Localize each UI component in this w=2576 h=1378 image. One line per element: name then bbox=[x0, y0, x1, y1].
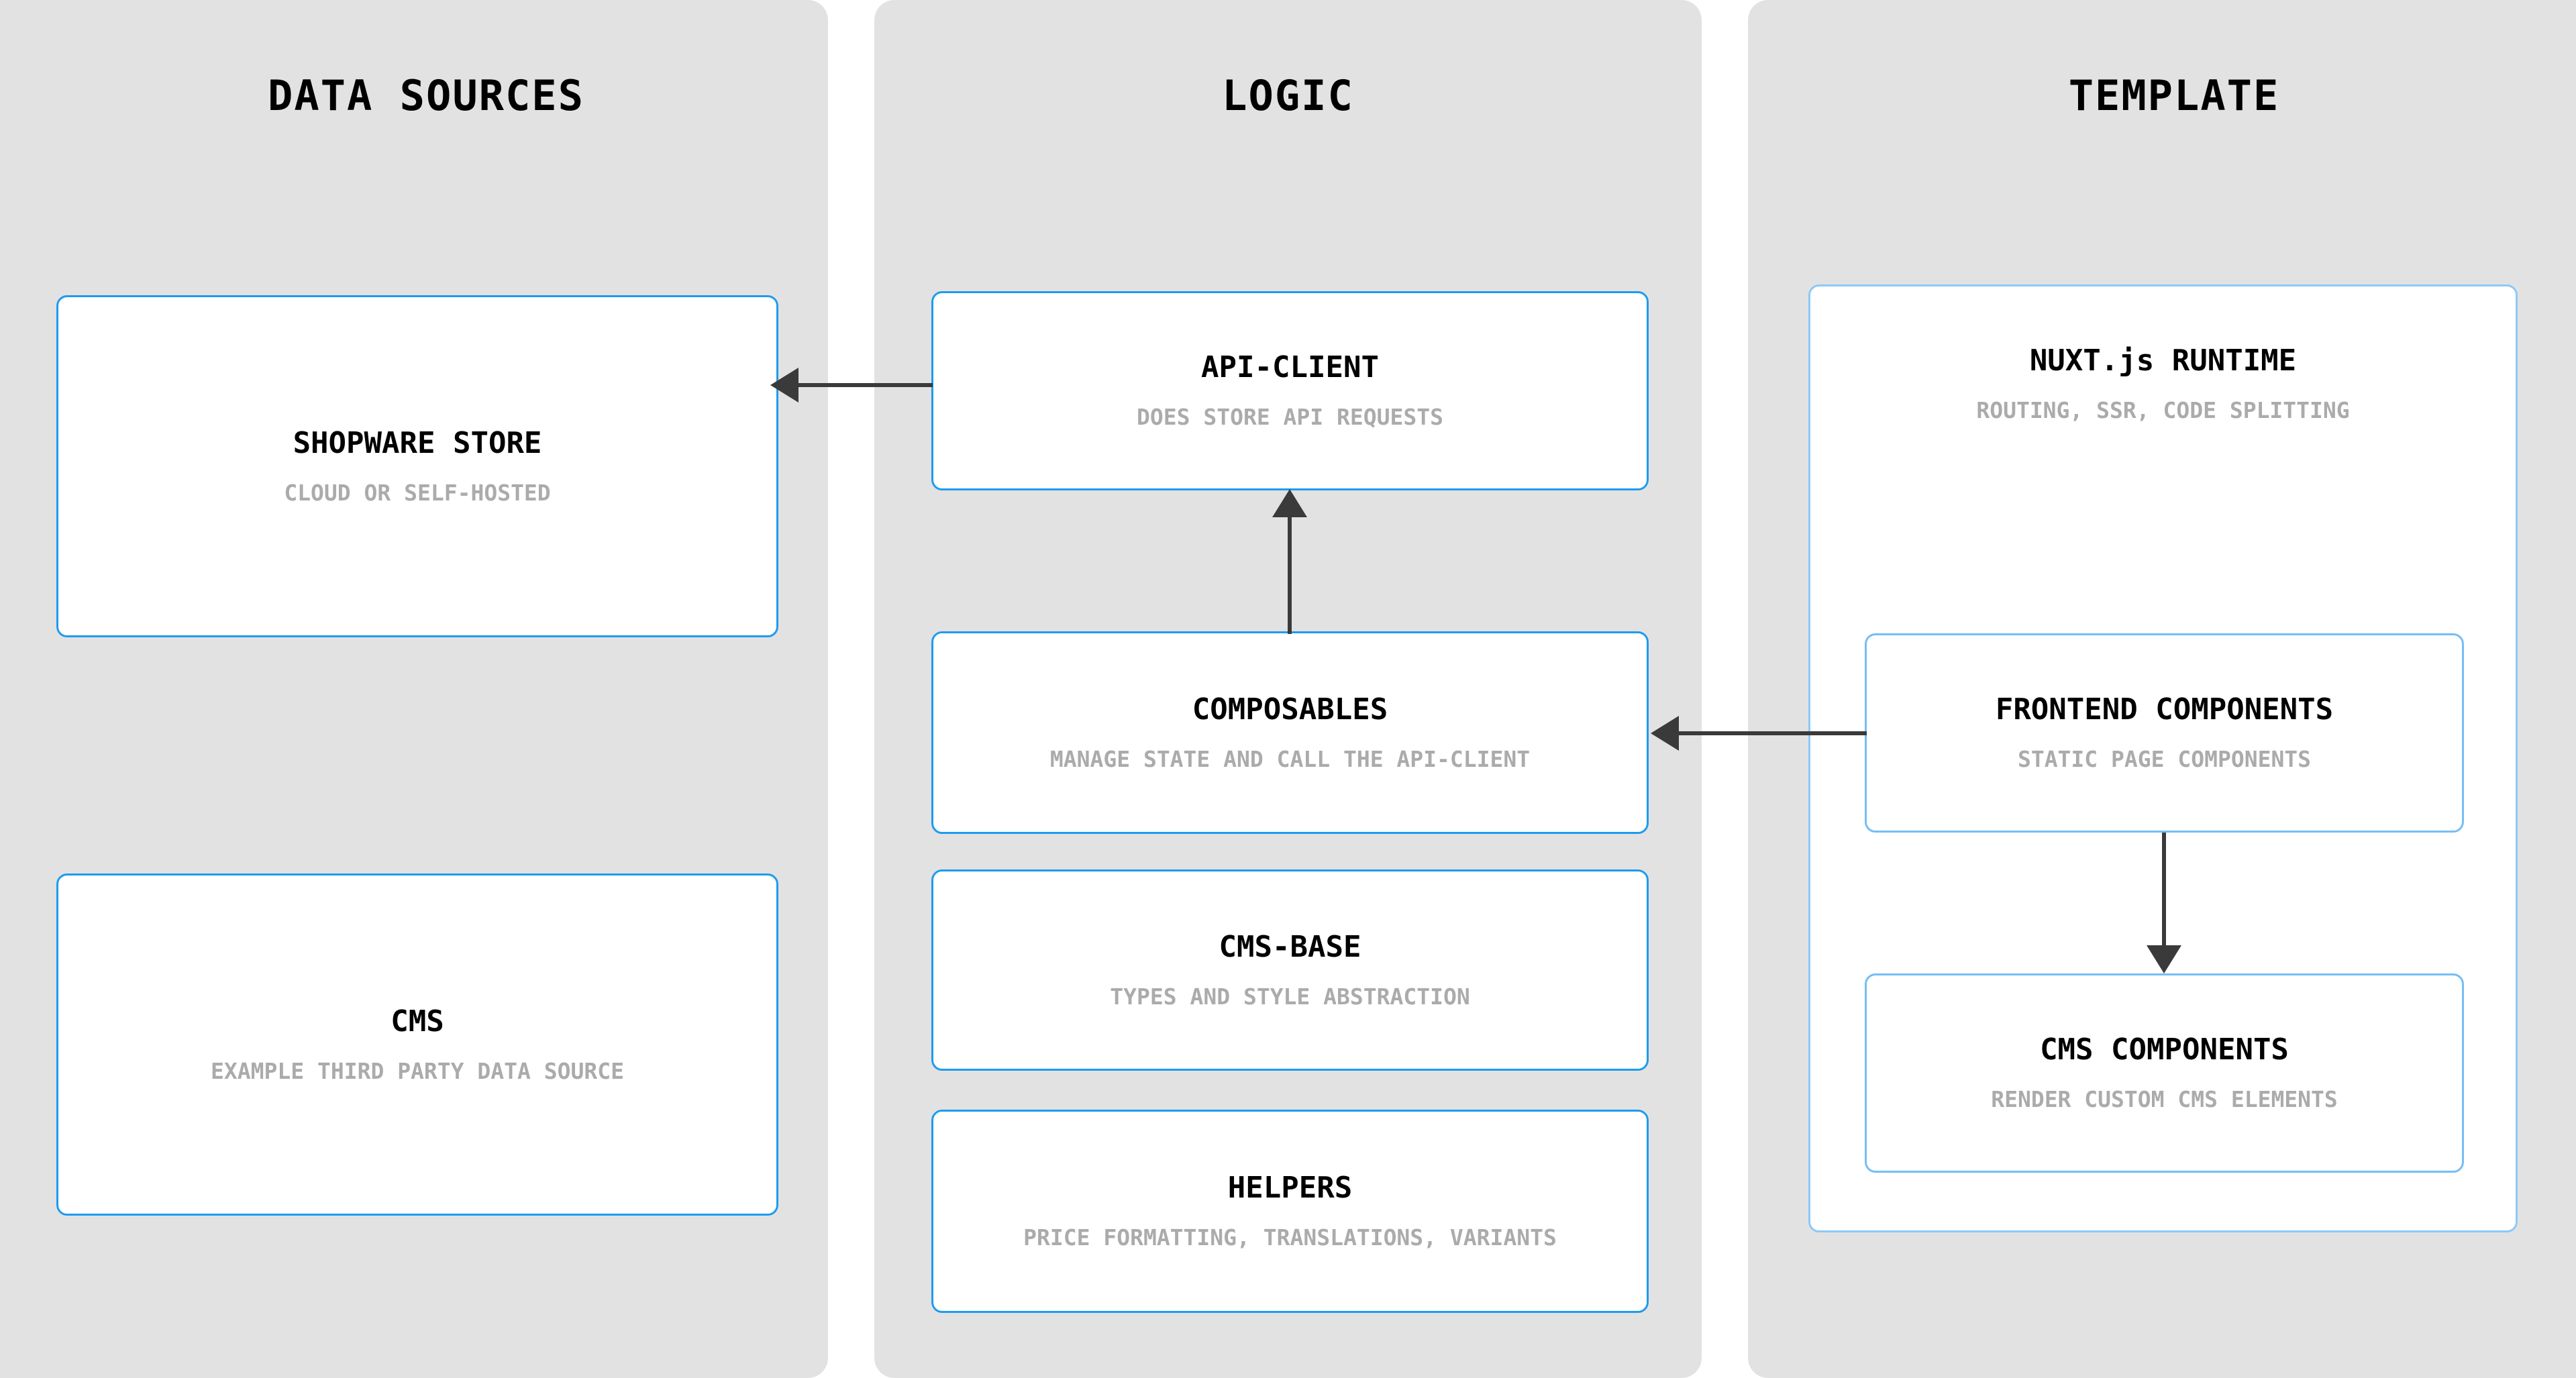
column-title-template: TEMPLATE bbox=[2068, 71, 2280, 120]
node-title-api-client: API-CLIENT bbox=[1201, 350, 1379, 385]
node-title-cms: CMS bbox=[391, 1004, 444, 1039]
node-subtitle-api-client: DOES STORE API REQUESTS bbox=[1137, 404, 1443, 431]
connector-line bbox=[2162, 833, 2166, 947]
connector-line bbox=[1679, 731, 1867, 735]
node-title-nuxt-runtime: NUXT.js RUNTIME bbox=[2029, 343, 2297, 378]
column-title-data-sources: DATA SOURCES bbox=[268, 71, 584, 120]
node-cms[interactable]: CMS EXAMPLE THIRD PARTY DATA SOURCE bbox=[56, 873, 778, 1216]
node-composables[interactable]: COMPOSABLES MANAGE STATE AND CALL THE AP… bbox=[931, 631, 1649, 834]
connector-line bbox=[798, 383, 933, 387]
node-title-frontend-components: FRONTEND COMPONENTS bbox=[1995, 692, 2334, 727]
node-subtitle-nuxt-runtime: ROUTING, SSR, CODE SPLITTING bbox=[1976, 397, 2350, 424]
node-subtitle-helpers: PRICE FORMATTING, TRANSLATIONS, VARIANTS bbox=[1023, 1224, 1557, 1251]
node-title-cms-components: CMS COMPONENTS bbox=[2040, 1032, 2289, 1067]
node-subtitle-composables: MANAGE STATE AND CALL THE API-CLIENT bbox=[1049, 745, 1531, 772]
node-cms-base[interactable]: CMS-BASE TYPES AND STYLE ABSTRACTION bbox=[931, 869, 1649, 1071]
node-api-client[interactable]: API-CLIENT DOES STORE API REQUESTS bbox=[931, 291, 1649, 490]
node-title-shopware-store: SHOPWARE STORE bbox=[293, 425, 542, 460]
arrowhead-down-icon bbox=[2147, 945, 2181, 973]
node-cms-components[interactable]: CMS COMPONENTS RENDER CUSTOM CMS ELEMENT… bbox=[1865, 973, 2464, 1173]
node-shopware-store[interactable]: SHOPWARE STORE CLOUD OR SELF-HOSTED bbox=[56, 295, 778, 637]
node-subtitle-cms-base: TYPES AND STYLE ABSTRACTION bbox=[1110, 983, 1470, 1010]
node-title-cms-base: CMS-BASE bbox=[1219, 929, 1361, 964]
node-frontend-components[interactable]: FRONTEND COMPONENTS STATIC PAGE COMPONEN… bbox=[1865, 633, 2464, 833]
connector-line bbox=[1288, 517, 1292, 634]
node-subtitle-cms-components: RENDER CUSTOM CMS ELEMENTS bbox=[1991, 1086, 2338, 1113]
arrowhead-up-icon bbox=[1272, 489, 1307, 517]
arrowhead-left-icon bbox=[770, 368, 798, 403]
node-helpers[interactable]: HELPERS PRICE FORMATTING, TRANSLATIONS, … bbox=[931, 1110, 1649, 1313]
node-subtitle-cms: EXAMPLE THIRD PARTY DATA SOURCE bbox=[211, 1057, 624, 1084]
node-subtitle-frontend-components: STATIC PAGE COMPONENTS bbox=[2017, 746, 2312, 773]
arrowhead-left-icon bbox=[1651, 716, 1679, 751]
column-title-logic: LOGIC bbox=[1222, 71, 1354, 120]
node-title-helpers: HELPERS bbox=[1227, 1171, 1353, 1206]
node-title-composables: COMPOSABLES bbox=[1192, 692, 1388, 727]
node-subtitle-shopware-store: CLOUD OR SELF-HOSTED bbox=[284, 479, 551, 506]
